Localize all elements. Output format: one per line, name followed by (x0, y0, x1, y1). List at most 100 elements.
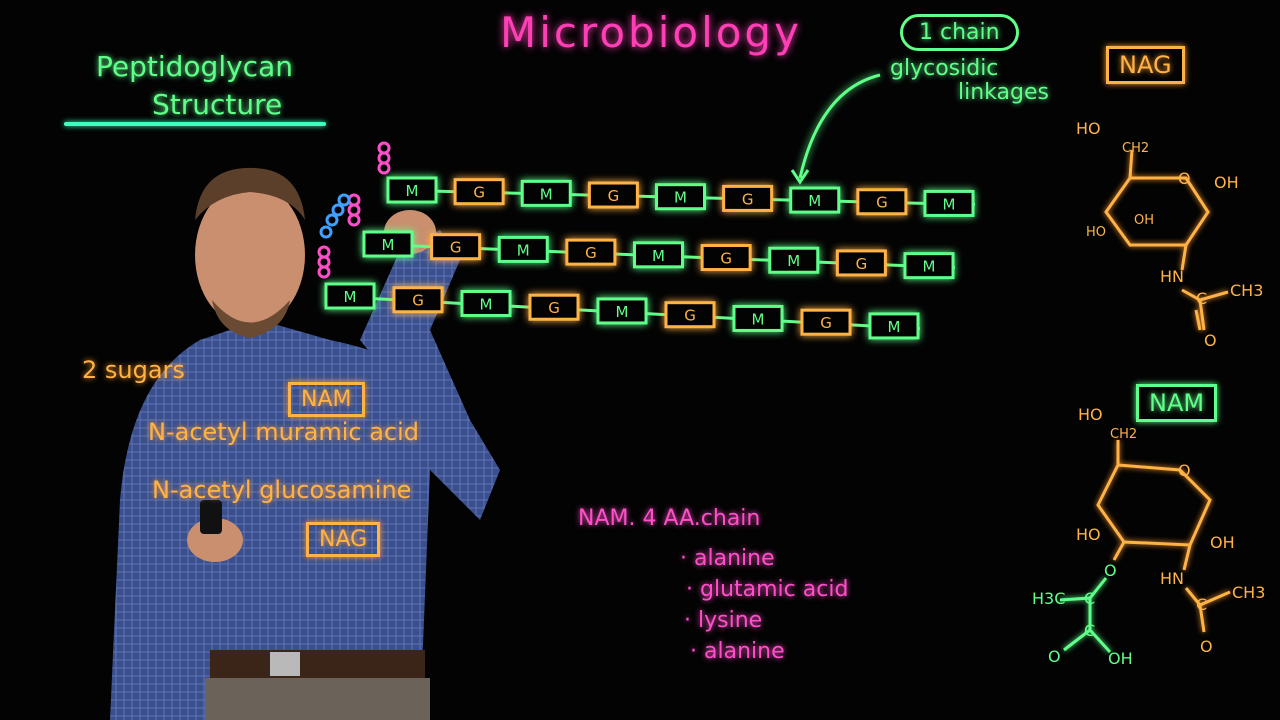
nam-unit-label: M (808, 192, 821, 210)
nam-atom-oh-carboxyl: OH (1108, 649, 1133, 668)
amino-acid-3-text: lysine (698, 608, 763, 633)
nag-unit-label: G (876, 194, 888, 212)
nag-atom-hn: HN (1160, 267, 1184, 286)
nam-unit-label: M (923, 258, 936, 276)
nag-unit-box (856, 188, 908, 216)
nag-structure-label: NAG (1106, 46, 1185, 84)
nam-atom-o-carbonyl: O (1048, 647, 1061, 666)
nam-atom-c-lactyl: C (1084, 589, 1095, 608)
nam-box: NAM (288, 382, 365, 417)
sugars-label: 2 sugars (82, 356, 185, 384)
nam-unit-box (497, 235, 549, 263)
nam-atom-hn: HN (1160, 569, 1184, 588)
nag-unit-label: G (684, 307, 696, 325)
nam-unit-label: M (943, 195, 956, 213)
amino-acid-2-text: glutamic acid (700, 577, 849, 602)
nag-unit-label: G (608, 187, 620, 205)
nam-unit-label: M (674, 189, 687, 207)
nam-unit-label: M (382, 236, 395, 254)
nam-unit-box (768, 246, 820, 274)
heading-peptidoglycan: Peptidoglycan (96, 50, 293, 83)
nag-unit-label: G (720, 250, 732, 268)
nam-unit-label: M (616, 303, 629, 321)
nag-atom-ch3: CH3 (1230, 281, 1263, 300)
nam-full-name: N-acetyl muramic acid (148, 418, 420, 446)
nam-unit-label: M (480, 295, 493, 313)
nam-unit-label: M (540, 185, 553, 203)
amino-acid-2: · glutamic acid (686, 577, 849, 602)
nam-unit-label: M (752, 310, 765, 328)
nam-unit-label: M (652, 247, 665, 265)
nam-unit-box (655, 183, 706, 211)
nam-unit-box (868, 312, 920, 340)
nag-unit-box (664, 301, 716, 329)
nag-unit-box (453, 178, 505, 206)
nag-unit-label: G (548, 299, 560, 317)
nam-atom-c: C (1196, 595, 1207, 614)
amino-acid-4: · alanine (690, 639, 785, 664)
nag-unit-box (722, 184, 774, 212)
nam-atom-ether-o: O (1104, 561, 1117, 580)
nam-unit-label: M (406, 182, 419, 200)
chain-label: 1 chain (900, 14, 1019, 51)
glycosidic-label: glycosidic (890, 56, 999, 81)
nag-atom-o-bottom: O (1204, 331, 1217, 350)
nam-atom-ch3: CH3 (1232, 583, 1265, 602)
nag-unit-box (700, 244, 752, 272)
nam-atom-ho-left: HO (1076, 525, 1101, 544)
nag-box: NAG (306, 522, 381, 557)
nag-atom-ring-o: O (1178, 169, 1191, 188)
nam-unit-box (789, 186, 841, 214)
nag-unit-label: G (412, 292, 424, 310)
nam-atom-ch2: CH2 (1110, 427, 1137, 442)
nam-unit-box (386, 176, 438, 204)
amino-acid-3: · lysine (684, 608, 763, 633)
nag-unit-box (430, 233, 482, 261)
nag-atom-ho-left: HO (1086, 225, 1106, 240)
nam-atom-ring-o: O (1178, 461, 1191, 480)
nag-atom-oh-inner: OH (1134, 213, 1154, 228)
nam-unit-box (903, 252, 955, 280)
nag-unit-box (392, 286, 444, 314)
nam-atom-h3c: H3C (1032, 589, 1065, 608)
nam-atom-oh-right: OH (1210, 533, 1235, 552)
nag-unit-box (835, 249, 887, 277)
nam-structure-label: NAM (1136, 384, 1218, 422)
nam-atom-ho-top: HO (1078, 405, 1103, 424)
nag-unit-label: G (742, 190, 754, 208)
nag-unit-label: G (585, 244, 597, 262)
nag-full-name: N-acetyl glucosamine (152, 476, 412, 504)
amino-acid-4-text: alanine (704, 639, 785, 664)
nag-unit-box (528, 293, 580, 321)
heading-underline (64, 122, 326, 126)
nag-unit-box (565, 238, 617, 266)
nag-unit-label: G (856, 255, 868, 273)
nag-unit-label: G (450, 239, 462, 257)
nag-atom-c: C (1196, 289, 1207, 308)
aa-chain-title: NAM. 4 AA.chain (578, 506, 761, 531)
nam-unit-label: M (517, 241, 530, 259)
amino-acid-1-text: alanine (694, 546, 775, 571)
nag-unit-box (800, 308, 852, 336)
nam-unit-box (633, 241, 684, 269)
nag-unit-label: G (473, 184, 485, 202)
nam-atom-c-carboxyl: C (1084, 621, 1095, 640)
amino-acid-1: · alanine (680, 546, 775, 571)
nag-atom-ho-top: HO (1076, 119, 1101, 138)
nam-unit-box (923, 189, 975, 217)
nam-unit-box (596, 297, 648, 325)
nam-unit-box (460, 289, 512, 317)
nag-atom-oh-right: OH (1214, 173, 1239, 192)
nam-unit-label: M (888, 318, 901, 336)
nam-unit-box (324, 282, 376, 310)
page-title: Microbiology (500, 8, 802, 57)
nam-unit-box (732, 304, 784, 332)
nag-atom-ch2: CH2 (1122, 141, 1149, 156)
nag-unit-box (587, 181, 639, 209)
linkages-label: linkages (958, 80, 1049, 105)
nam-atom-o-bottom: O (1200, 637, 1213, 656)
